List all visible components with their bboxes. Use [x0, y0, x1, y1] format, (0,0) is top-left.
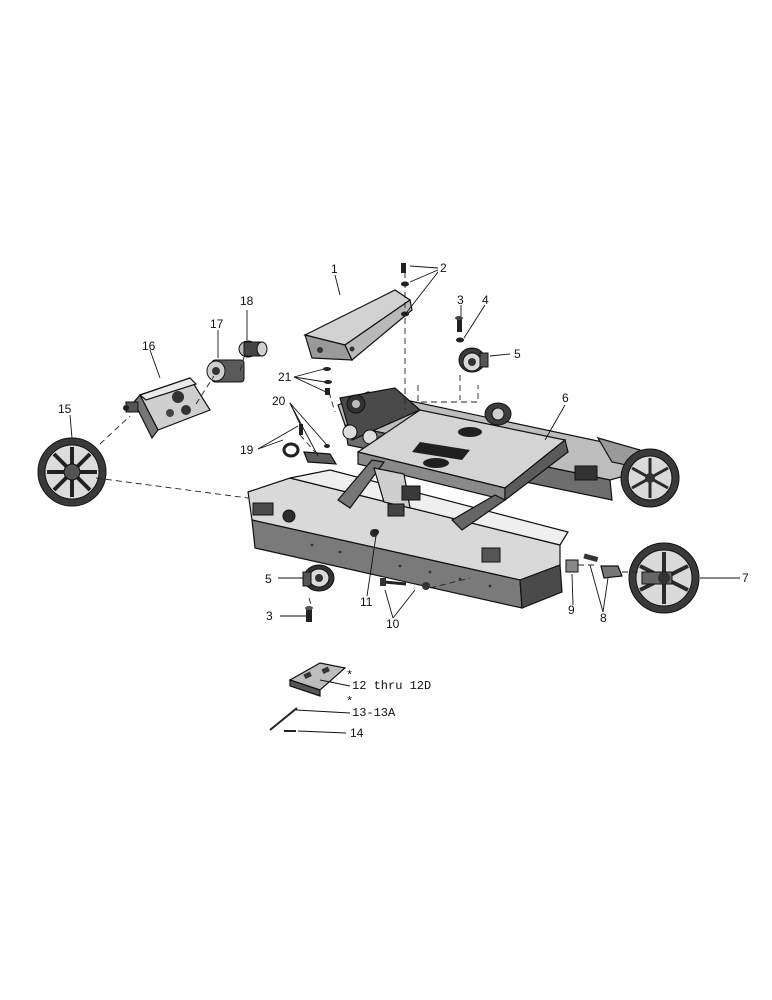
callout-21: 21	[278, 370, 292, 384]
block-9	[565, 559, 579, 573]
drive-sprocket-15	[37, 437, 107, 507]
idler-wheel-7	[628, 542, 700, 614]
callout-7: 7	[742, 571, 749, 585]
callout-8: 8	[600, 611, 607, 625]
bolt-3-top	[455, 316, 463, 332]
plug-11	[373, 529, 379, 535]
callout-10: 10	[386, 617, 400, 631]
callout-2: 2	[440, 261, 447, 275]
washer-4	[456, 337, 464, 343]
footnote-mark-12: *	[346, 669, 353, 683]
callout-1: 1	[331, 262, 338, 276]
track-shoe-12	[288, 662, 347, 697]
rear-idler-wheel	[620, 448, 680, 508]
callout-3-top: 3	[457, 293, 464, 307]
bolt-3-bottom	[305, 606, 313, 622]
adjuster-8	[583, 553, 623, 579]
bolt-nut-10	[380, 578, 430, 590]
callout-18: 18	[240, 294, 254, 308]
fitting-18	[238, 340, 268, 358]
ring-19	[282, 442, 300, 458]
footnote-mark-13: *	[346, 695, 353, 709]
callout-labels: 1 2 3 4 5 6 7 8 9 10 11 3 5 15 16 17 18 …	[58, 261, 749, 740]
assembly-lines	[95, 272, 640, 609]
center-platform	[337, 409, 569, 531]
leader-lines	[69, 265, 740, 734]
callout-6: 6	[562, 391, 569, 405]
guard-plate	[303, 289, 413, 361]
callout-4: 4	[482, 293, 489, 307]
keeper-plate-20	[299, 424, 338, 465]
callout-14: 14	[350, 726, 364, 740]
callout-17: 17	[210, 317, 224, 331]
callout-13: 13-13A	[352, 706, 396, 720]
gearbox-16	[123, 377, 211, 440]
callout-5-left: 5	[265, 572, 272, 586]
motor-17	[206, 359, 245, 383]
roller-5-top	[458, 347, 489, 373]
washers-21	[323, 367, 332, 395]
callout-12: 12 thru 12D	[352, 679, 431, 693]
callout-5-right: 5	[514, 347, 521, 361]
callout-11: 11	[360, 595, 373, 609]
callout-16: 16	[142, 339, 156, 353]
callout-19: 19	[240, 443, 254, 457]
callout-9: 9	[568, 603, 575, 617]
callout-3-bottom: 3	[266, 609, 273, 623]
track-pin-13	[269, 707, 298, 731]
callout-15: 15	[58, 402, 72, 416]
roller-5-bottom	[302, 564, 335, 592]
callout-20: 20	[272, 394, 286, 408]
